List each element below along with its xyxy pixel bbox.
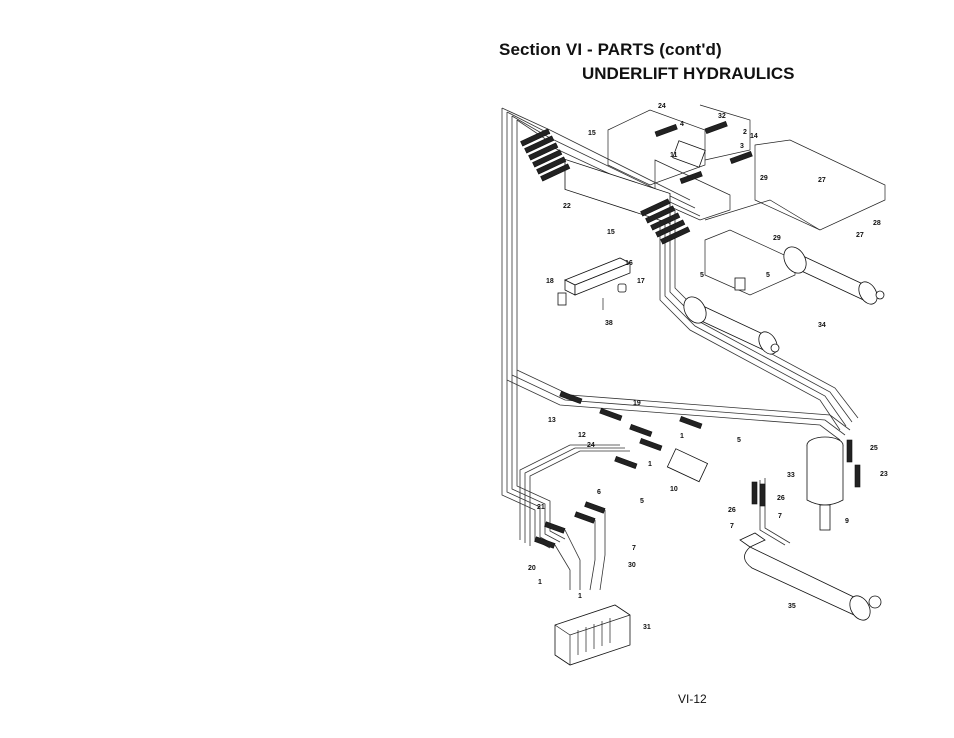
- callout-28: 28: [873, 220, 881, 227]
- control-valve: [554, 604, 631, 666]
- callout-labels: 24 32 4 2 14 3 11 15 22 15 29 27 28 27 2…: [528, 103, 888, 631]
- callout-12: 12: [578, 432, 586, 439]
- callout-4: 4: [680, 121, 684, 128]
- callout-9: 9: [845, 518, 849, 525]
- callout-17: 17: [637, 278, 645, 285]
- callout-2: 2: [743, 129, 747, 136]
- valve-fittings: [534, 501, 606, 591]
- page-number: VI-12: [678, 692, 707, 706]
- callout-5-right: 5: [766, 272, 770, 279]
- callout-27-bottom: 27: [856, 232, 864, 239]
- callout-24-top: 24: [658, 103, 666, 110]
- page-subtitle: UNDERLIFT HYDRAULICS: [582, 64, 795, 83]
- callout-20: 20: [528, 565, 536, 572]
- hose-bundle-lower: [519, 444, 791, 546]
- callout-22: 22: [563, 203, 571, 210]
- callout-1-mid: 1: [648, 461, 652, 468]
- callout-29-top: 29: [760, 175, 768, 182]
- callout-11: 11: [670, 152, 678, 159]
- callout-24-mid: 24: [587, 442, 595, 449]
- callout-32: 32: [718, 113, 726, 120]
- callout-7-left: 7: [632, 545, 636, 552]
- callout-35: 35: [788, 603, 796, 610]
- callout-1-lower: 1: [538, 579, 542, 586]
- callout-29-bottom: 29: [773, 235, 781, 242]
- callout-3: 3: [740, 143, 744, 150]
- callout-5-left: 5: [700, 272, 704, 279]
- callout-7-lower: 7: [730, 523, 734, 530]
- callout-34: 34: [818, 322, 826, 329]
- callout-18: 18: [546, 278, 554, 285]
- callout-16: 16: [625, 260, 633, 267]
- callout-7-right: 7: [778, 513, 782, 520]
- cylinder-vertical: [751, 436, 861, 531]
- callout-1-bottom: 1: [578, 593, 582, 600]
- callout-5-lower: 5: [640, 498, 644, 505]
- callout-14: 14: [750, 133, 758, 140]
- callout-1-upper: 1: [680, 433, 684, 440]
- callout-26-right: 26: [777, 495, 785, 502]
- callout-15-top: 15: [588, 130, 596, 137]
- callout-19: 19: [633, 400, 641, 407]
- underlift-hydraulics-diagram: 24 32 4 2 14 3 11 15 22 15 29 27 28 27 2…: [501, 103, 888, 666]
- fitting-row-bottom: [640, 198, 691, 245]
- callout-21: 21: [537, 504, 545, 511]
- callout-6: 6: [597, 489, 601, 496]
- callout-27-top: 27: [818, 177, 826, 184]
- callout-26-left: 26: [728, 507, 736, 514]
- callout-25: 25: [870, 445, 878, 452]
- valve-block-mid: [559, 390, 709, 483]
- callout-31: 31: [643, 624, 651, 631]
- callout-15-bottom: 15: [607, 229, 615, 236]
- callout-5-mid: 5: [737, 437, 741, 444]
- cylinder-lower: [683, 277, 780, 355]
- check-valve-top: [654, 120, 753, 184]
- callout-33: 33: [787, 472, 795, 479]
- cylinder-bottom: [739, 532, 882, 621]
- hose-bracket: [557, 257, 631, 310]
- callout-10: 10: [670, 486, 678, 493]
- manifold-assembly: [520, 128, 691, 245]
- callout-13: 13: [548, 417, 556, 424]
- callout-23: 23: [880, 471, 888, 478]
- cylinder-upper: [783, 246, 885, 305]
- callout-30: 30: [628, 562, 636, 569]
- section-title: Section VI - PARTS (cont'd): [499, 40, 722, 59]
- fitting-row-top: [520, 128, 571, 182]
- callout-38: 38: [605, 320, 613, 327]
